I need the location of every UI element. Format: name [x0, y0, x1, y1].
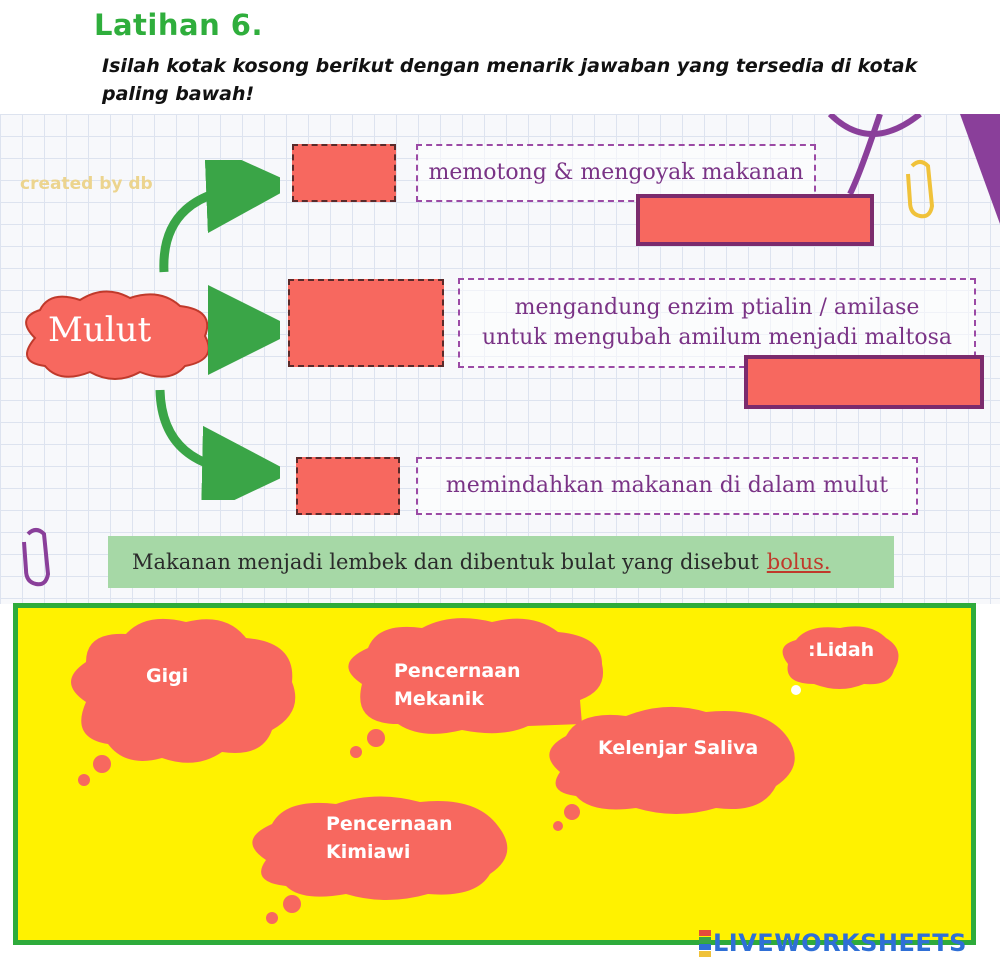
option-kelenjar-saliva[interactable]: Kelenjar Saliva: [598, 734, 758, 762]
cloud-lidah-shape[interactable]: [774, 624, 904, 700]
drop-target-3[interactable]: [296, 457, 400, 515]
option-gigi-text: Gigi: [146, 665, 189, 687]
cloud-gigi-shape[interactable]: [56, 612, 306, 788]
option-pencernaan-mekanik-line1: Pencernaan: [394, 660, 521, 682]
function-text-2b: untuk mengubah amilum menjadi maltosa: [481, 325, 952, 350]
answer-box-2-fill[interactable]: [748, 359, 980, 405]
answer-box-2[interactable]: [744, 355, 984, 409]
paperclip-purple-icon: [22, 528, 51, 587]
option-kelenjar-saliva-text: Kelenjar Saliva: [598, 737, 759, 759]
summary-text: Makanan menjadi lembek dan dibentuk bula…: [132, 550, 759, 574]
summary-term: bolus.: [766, 550, 831, 574]
function-text-3: memindahkan makanan di dalam mulut: [445, 473, 889, 498]
option-pencernaan-mekanik[interactable]: Pencernaan Mekanik: [394, 657, 521, 713]
center-label: Mulut: [48, 310, 152, 350]
mulut-cloud-shape: [25, 290, 210, 380]
option-pencernaan-kimiawi-line2: Kimiawi: [326, 841, 411, 863]
cloud-pencernaan-mekanik-shape[interactable]: [332, 614, 608, 760]
function-text-1: memotong & mengoyak makanan: [428, 160, 804, 185]
liveworksheets-logo[interactable]: LIVEWORKSHEETS: [699, 928, 967, 958]
option-gigi[interactable]: Gigi: [146, 662, 188, 690]
option-lidah[interactable]: :Lidah: [808, 636, 874, 664]
cloud-pencernaan-kimiawi-shape[interactable]: [236, 794, 520, 928]
drop-target-1[interactable]: [292, 144, 396, 202]
summary-bar: Makanan menjadi lembek dan dibentuk bula…: [108, 536, 894, 588]
option-pencernaan-mekanik-line2: Mekanik: [394, 688, 484, 710]
cloud-kelenjar-saliva-shape[interactable]: [536, 702, 800, 832]
pencil-decoration-icon: [827, 114, 1000, 224]
paperclip-icon: [906, 160, 935, 219]
function-box-3: memindahkan makanan di dalam mulut: [416, 457, 918, 515]
option-pencernaan-kimiawi[interactable]: Pencernaan Kimiawi: [326, 810, 453, 866]
function-text-2a: mengandung enzim ptialin / amilase: [514, 295, 920, 320]
answer-box-1[interactable]: [636, 194, 874, 246]
option-lidah-text: :Lidah: [808, 639, 875, 661]
arrows-group: [155, 160, 280, 500]
logo-mark-icon: [699, 929, 711, 957]
instruction-text: Isilah kotak kosong berikut dengan menar…: [102, 55, 918, 105]
logo-text: LIVEWORKSHEETS: [713, 929, 967, 957]
function-box-2: mengandung enzim ptialin / amilase untuk…: [458, 278, 976, 368]
function-box-1: memotong & mengoyak makanan: [416, 144, 816, 202]
option-pencernaan-kimiawi-line1: Pencernaan: [326, 813, 453, 835]
page-title: Latihan 6.: [94, 8, 264, 42]
drop-target-2[interactable]: [288, 279, 444, 367]
watermark: created by db: [20, 174, 153, 194]
answer-box-1-fill[interactable]: [640, 198, 870, 242]
